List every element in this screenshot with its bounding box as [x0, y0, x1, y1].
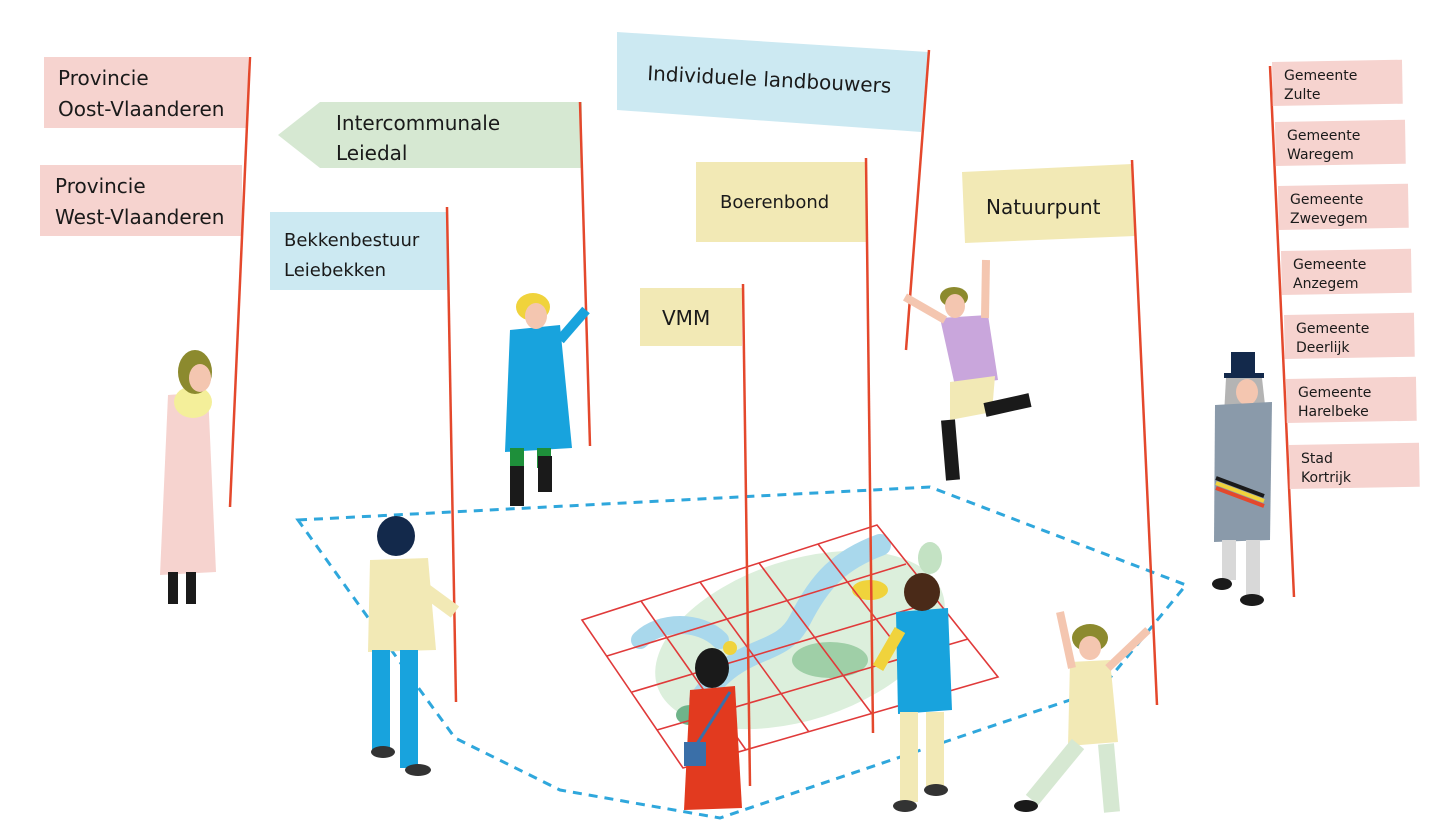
- flag-pole: [1268, 65, 1296, 598]
- gemeente-label-line1: Gemeente: [1298, 385, 1371, 401]
- flag-label: Natuurpunt: [986, 195, 1101, 219]
- person-red-coat: [684, 641, 742, 810]
- flag-label-line2: Leiebekken: [284, 260, 386, 281]
- flag-pole: [578, 101, 592, 447]
- gemeente-label-line1: Gemeente: [1290, 192, 1363, 208]
- person-blue-vest: [872, 573, 952, 812]
- flag-label: VMM: [662, 306, 710, 330]
- flag-label-line1: Intercommunale: [336, 111, 500, 135]
- gemeente-label-line1: Gemeente: [1296, 321, 1369, 337]
- gemeente-label-line2: Waregem: [1287, 147, 1354, 163]
- person-jumping: [903, 259, 1032, 481]
- flag-vmm: VMM: [640, 288, 742, 346]
- flag-provincie-west-vlaanderen: Provincie West-Vlaanderen: [40, 165, 242, 236]
- flag-bekkenbestuur-leiebekken: Bekkenbestuur Leiebekken: [270, 212, 448, 290]
- gemeente-label-line2: Harelbeke: [1298, 404, 1369, 420]
- flag-pole: [1130, 159, 1159, 706]
- flag-label-line2: Leiedal: [336, 141, 407, 165]
- flag-pole: [864, 157, 875, 734]
- gemeente-label-line1: Gemeente: [1287, 128, 1360, 144]
- gemeente-label-line2: Anzegem: [1293, 276, 1359, 292]
- person-pink-coat: [160, 350, 216, 604]
- gemeente-label-line1: Stad: [1301, 451, 1333, 467]
- flag-pole: [445, 206, 458, 703]
- flag-pole: [741, 283, 752, 787]
- dashed-area-outline: [295, 485, 1189, 820]
- person-dancing: [1014, 611, 1151, 813]
- flag-boerenbond: Boerenbond: [696, 162, 866, 242]
- flag-individuele-landbouwers: Individuele landbouwers: [617, 32, 928, 132]
- flag-intercommunale-leiedal: Intercommunale Leiedal: [278, 102, 582, 168]
- person-blue-coat: [505, 293, 590, 506]
- flag-pole: [228, 56, 252, 508]
- flag-label-line1: Provincie: [58, 66, 149, 90]
- flag-natuurpunt: Natuurpunt: [962, 164, 1135, 243]
- flag-label: Boerenbond: [720, 192, 829, 213]
- flag-label-line1: Bekkenbestuur: [284, 230, 420, 251]
- person-mayor-with-sash: [1212, 352, 1272, 606]
- person-yellow-shirt-back: [368, 516, 460, 776]
- gemeente-label-line2: Zwevegem: [1290, 211, 1368, 227]
- flag-label-line2: West-Vlaanderen: [55, 205, 224, 229]
- flag-label-line1: Provincie: [55, 174, 146, 198]
- flag-label-line2: Oost-Vlaanderen: [58, 97, 224, 121]
- gemeente-label-line1: Gemeente: [1284, 68, 1357, 84]
- flag-provincie-oost-vlaanderen: Provincie Oost-Vlaanderen: [44, 57, 248, 128]
- gemeente-label-line2: Zulte: [1284, 87, 1320, 103]
- gemeente-label-line1: Gemeente: [1293, 257, 1366, 273]
- gemeente-label-line2: Deerlijk: [1296, 340, 1350, 356]
- gemeente-label-line2: Kortrijk: [1301, 470, 1352, 486]
- gemeenten-flag-stack: GemeenteZulteGemeenteWaregemGemeenteZwev…: [1272, 59, 1420, 489]
